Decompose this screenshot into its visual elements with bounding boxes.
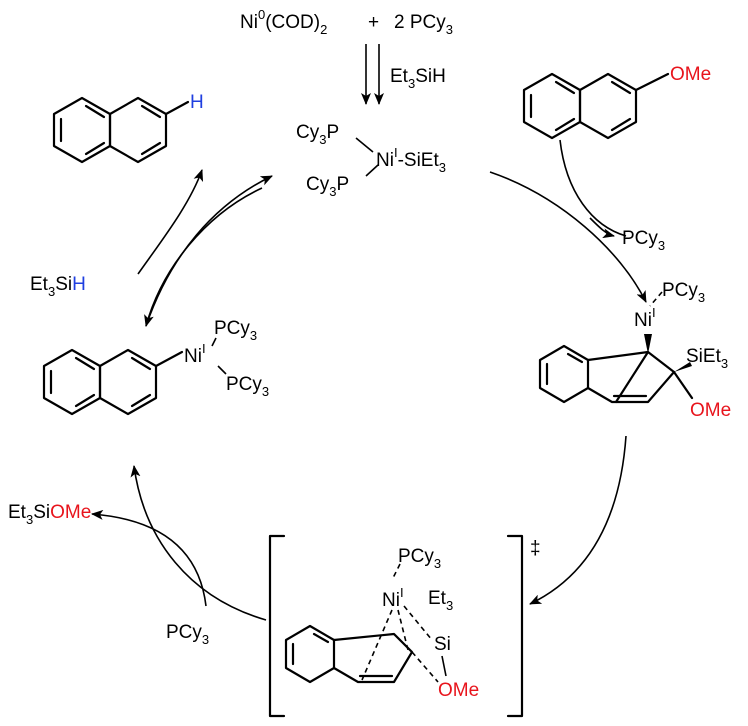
ring-left — [52, 96, 112, 164]
byproduct-release-arrow — [91, 509, 207, 607]
p-ni-bond-bottom — [365, 164, 379, 177]
p-ni-bond-top — [355, 137, 374, 153]
adduct-siet3-label: SiEt3 — [686, 346, 728, 371]
pcy3-released-label: PCy3 — [622, 228, 665, 253]
ts-ni-label: NiI — [382, 585, 404, 611]
start-reagents: Ni0(COD)2 + 2 PCy3 Et3SiH — [240, 7, 453, 105]
ni-i-label: NiI-SiEt3 — [376, 145, 446, 175]
product-h-label: H — [190, 92, 204, 113]
ts-pcy3-label: PCy3 — [398, 546, 441, 571]
aryl-nickel-complex: NiI PCy3 PCy3 — [42, 318, 269, 416]
naphthalene-product: H — [52, 92, 204, 164]
c-o-bond — [634, 72, 670, 92]
aryl-pcy3-bottom-label: PCy3 — [226, 374, 269, 399]
et3sih-in-label: Et3SiH — [30, 274, 86, 299]
ni-cod-label: Ni0(COD)2 — [240, 7, 327, 37]
plus-sign: + — [368, 12, 379, 33]
aryl-pcy3-top-label: PCy3 — [214, 318, 257, 343]
arrow-aryl-to-silyl — [145, 175, 273, 327]
cy3p-label-top: Cy3P — [296, 122, 339, 147]
silyl-nickel-complex: Cy3P Cy3P NiI-SiEt3 — [296, 122, 446, 199]
ts-ome-label: OMe — [438, 680, 479, 701]
bracket-left — [268, 534, 286, 718]
pcy3-release-arrow — [589, 217, 615, 239]
et3siome-label: Et3SiOMe — [8, 502, 91, 527]
ts-et3-label: Et3 — [428, 588, 453, 613]
ring-right — [108, 96, 168, 164]
wedge-bond-ni — [644, 334, 652, 354]
substrate-ome-label: OMe — [670, 64, 711, 85]
c-h-bond — [164, 100, 190, 116]
arrow-to-product — [137, 169, 204, 275]
adduct-ni-label: NiI — [634, 305, 656, 331]
aryl-ni-label: NiI — [184, 341, 206, 367]
transition-state: ‡ PCy3 NiI Et3 Si OMe — [268, 534, 541, 718]
step-arrow-to-aryl — [130, 465, 267, 621]
step-arrow-to-ts — [529, 435, 627, 605]
substrate-feed-curve — [559, 139, 627, 237]
ts-dagger: ‡ — [530, 538, 541, 559]
step-arrow-oxidative — [489, 171, 647, 303]
adduct-ome-label: OMe — [690, 400, 731, 421]
methoxynaphthalene-substrate: OMe — [522, 64, 711, 140]
et3sih-reagent-label: Et3SiH — [390, 66, 446, 91]
bracket-right — [506, 534, 524, 718]
ts-si-label: Si — [434, 634, 451, 655]
ni-naphthalene-adduct: PCy3 NiI SiEt3 OMe — [538, 280, 731, 421]
pcy3-reagent-label: 2 PCy3 — [394, 12, 453, 37]
pcy3-added-label: PCy3 — [166, 622, 209, 647]
adduct-pcy3-label: PCy3 — [662, 280, 705, 305]
arrow-silyl-to-aryl — [144, 187, 263, 327]
cy3p-label-bottom: Cy3P — [306, 174, 349, 199]
